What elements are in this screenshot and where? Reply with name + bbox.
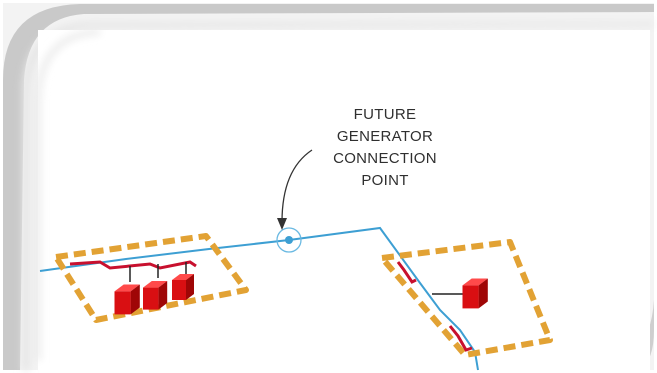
connection-point-marker [276,227,302,253]
annotation-line-1: FUTURE [353,106,417,123]
right-generator-cube [462,278,488,309]
right-red-lead [396,261,417,284]
left-generator-cube-1 [114,284,140,315]
left-cube-stems [129,262,187,282]
left-red-lead [69,260,197,270]
annotation-line-4: POINT [361,172,409,189]
right-microgrid-boundary [379,239,553,358]
right-red-lead-lower [448,325,473,352]
left-microgrid-boundary [53,233,249,323]
annotation-line-3: CONNECTION [333,150,437,167]
left-generator-cube-3 [172,274,194,300]
left-generator-cube-2 [143,281,168,310]
annotation-arrow [277,149,313,230]
annotation-line-2: GENERATOR [336,128,434,145]
